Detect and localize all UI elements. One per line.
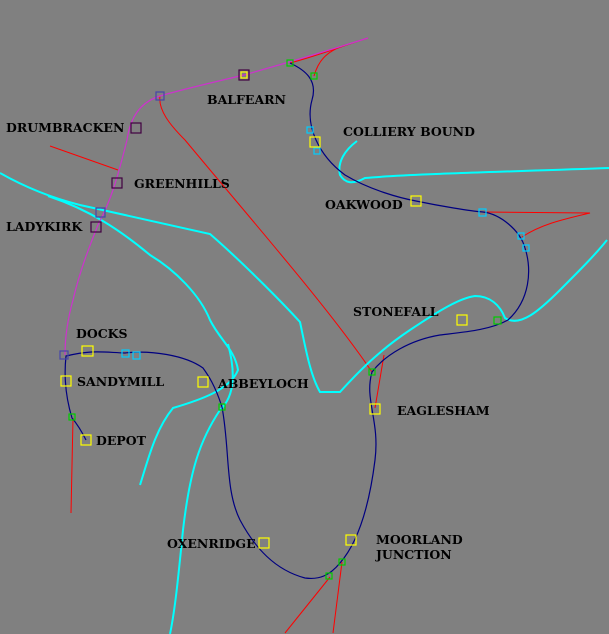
station-marker-colliery[interactable] [309,136,321,148]
junction-marker [95,207,106,218]
junction-marker [306,126,314,134]
label-stonefall: STONEFALL [353,304,439,319]
station-marker-docks[interactable] [81,345,94,357]
station-marker-depot[interactable] [80,434,92,446]
cyan-lines [0,140,609,634]
label-depot: DEPOT [96,433,147,448]
label-docks: DOCKS [76,326,128,341]
junction-marker [68,413,76,421]
red-line-diagonal [159,95,373,373]
junction-marker [493,316,502,325]
red-line-drumbracken-spur [49,145,119,171]
cyan-line-west-diagonal [0,172,608,393]
station-marker-balfearn-inner [240,71,248,79]
junction-marker [132,351,141,360]
magenta-lines [64,37,369,356]
label-eaglesham: EAGLESHAM [397,403,490,418]
station-marker-abbeyloch[interactable] [197,376,209,388]
junction-marker [517,232,525,240]
red-line-eaglesham [374,354,385,409]
label-oakwood: OAKWOOD [325,197,403,212]
station-marker-sandymill[interactable] [60,375,72,387]
label-abbeyloch: ABBEYLOCH [217,376,309,391]
junction-marker [310,72,318,80]
main-lines [64,62,530,580]
junction-marker [286,59,294,67]
red-lines [49,37,591,634]
junction-marker [218,403,226,411]
label-colliery-bound: COLLIERY BOUND [343,124,475,139]
station-marker-drumbracken[interactable] [130,122,142,134]
junction-marker [325,572,333,580]
junction-marker [313,147,321,155]
cyan-line-colliery [338,140,609,184]
cyan-line-south-branch [169,343,234,634]
label-moorland-junction-line2: JUNCTION [375,547,452,562]
junction-markers [59,59,530,580]
station-marker-greenhills[interactable] [111,177,123,189]
red-line-east-spur [482,211,591,238]
label-drumbracken: DRUMBRACKEN [6,120,124,135]
station-marker-balfearn[interactable] [238,69,250,81]
junction-marker [522,244,530,252]
junction-marker [338,558,346,566]
junction-marker [155,91,165,101]
label-ladykirk: LADYKIRK [6,219,83,234]
station-marker-oxenridge[interactable] [258,537,270,549]
station-marker-oakwood[interactable] [410,195,422,207]
station-marker-stonefall[interactable] [456,314,468,326]
station-marker-eaglesham[interactable] [369,403,381,415]
junction-marker [59,350,69,360]
red-line-south-b [332,561,343,634]
label-moorland-junction-line1: MOORLAND [376,532,463,547]
cyan-line-west-loop [47,195,240,486]
red-line-south-a [284,576,331,634]
junction-marker [368,368,376,376]
magenta-line-main [64,37,369,356]
station-marker-ladykirk[interactable] [90,221,102,233]
label-greenhills: GREENHILLS [134,176,230,191]
red-line-west [70,417,74,514]
junction-marker [121,349,130,358]
label-oxenridge: OXENRIDGE [167,536,256,551]
main-line-east [64,62,530,580]
station-labels: BALFEARN DRUMBRACKEN GREENHILLS LADYKIRK… [6,92,490,562]
station-markers [60,69,468,549]
label-sandymill: SANDYMILL [77,374,164,389]
label-balfearn: BALFEARN [207,92,286,107]
junction-marker [478,208,487,217]
station-marker-moorland-junction[interactable] [345,534,357,546]
